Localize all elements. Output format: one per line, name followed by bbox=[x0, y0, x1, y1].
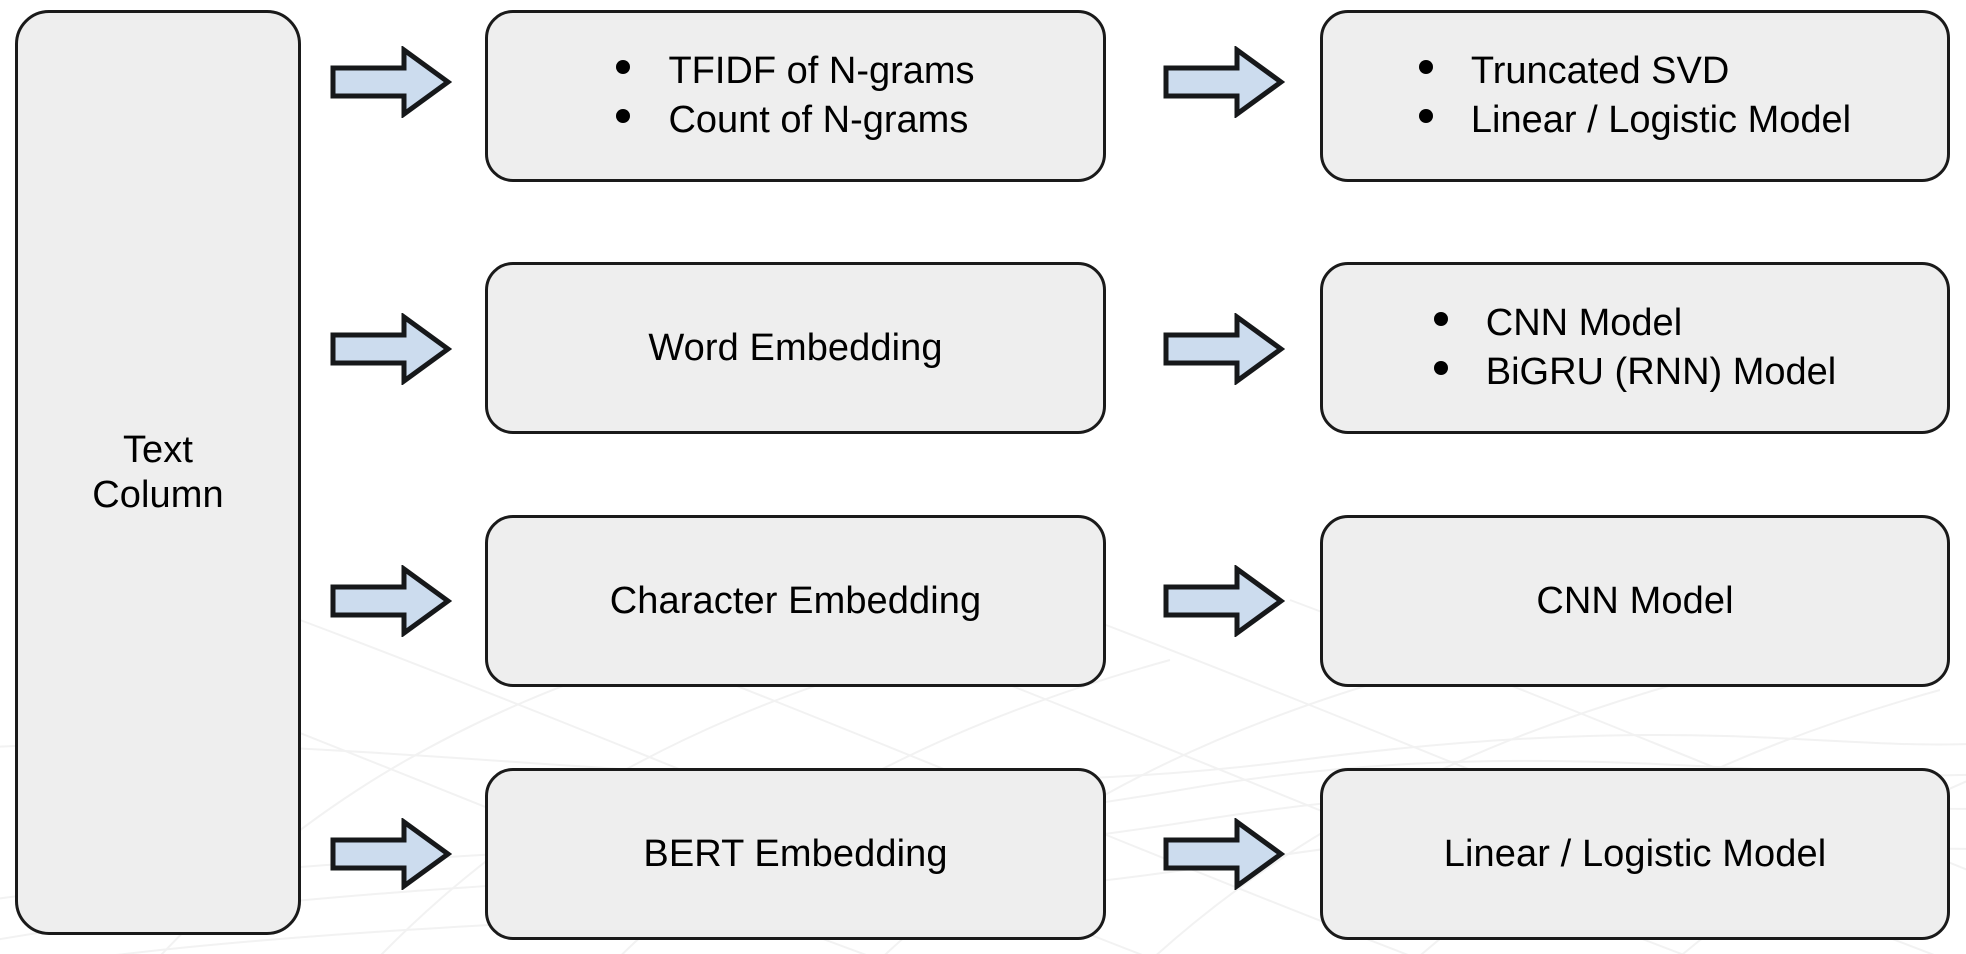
model-node-row-1[interactable]: Truncated SVD Linear / Logistic Model bbox=[1320, 10, 1950, 182]
list-item: CNN Model bbox=[1433, 299, 1836, 348]
feature-node-row-4[interactable]: BERT Embedding bbox=[485, 768, 1106, 940]
feature-node-label-row-2: Word Embedding bbox=[648, 326, 943, 369]
feature-node-label-row-3: Character Embedding bbox=[609, 579, 982, 622]
list-item-label: Linear / Logistic Model bbox=[1470, 99, 1852, 141]
source-node-text-column[interactable]: Text Column bbox=[15, 10, 301, 935]
feature-node-row-3[interactable]: Character Embedding bbox=[485, 515, 1106, 687]
arrow-feature-1-to-model-1 bbox=[1163, 46, 1285, 118]
list-item-label: CNN Model bbox=[1485, 301, 1683, 344]
list-item-label: TFIDF of N-grams bbox=[668, 49, 975, 92]
list-item-label: BiGRU (RNN) Model bbox=[1485, 351, 1837, 393]
model-node-row-2[interactable]: CNN Model BiGRU (RNN) Model bbox=[1320, 262, 1950, 434]
feature-node-row-2[interactable]: Word Embedding bbox=[485, 262, 1106, 434]
list-item: Linear / Logistic Model bbox=[1418, 96, 1852, 145]
list-item: Count of N-grams bbox=[616, 96, 974, 145]
model-node-label-row-3: CNN Model bbox=[1536, 579, 1734, 622]
list-item-label: Truncated SVD bbox=[1470, 49, 1730, 92]
list-item-label: Count of N-grams bbox=[668, 99, 969, 141]
bullet-dot-icon bbox=[1433, 311, 1448, 326]
bullet-dot-icon bbox=[1433, 361, 1448, 375]
bullet-dot-icon bbox=[1418, 109, 1433, 123]
model-node-row-3[interactable]: CNN Model bbox=[1320, 515, 1950, 687]
list-item: BiGRU (RNN) Model bbox=[1433, 348, 1837, 397]
source-node-label: Text Column bbox=[92, 428, 224, 516]
arrow-feature-4-to-model-4 bbox=[1163, 818, 1285, 890]
bullet-dot-icon bbox=[616, 109, 631, 123]
feature-node-label-row-4: BERT Embedding bbox=[643, 832, 948, 875]
arrow-source-to-feature-1 bbox=[330, 46, 452, 118]
arrow-feature-3-to-model-3 bbox=[1163, 565, 1285, 637]
model-node-label-row-4: Linear / Logistic Model bbox=[1443, 832, 1827, 875]
feature-node-row-1[interactable]: TFIDF of N-grams Count of N-grams bbox=[485, 10, 1106, 182]
bullet-dot-icon bbox=[1418, 59, 1433, 74]
arrow-source-to-feature-4 bbox=[330, 818, 452, 890]
feature-bullet-list-row-1: TFIDF of N-grams Count of N-grams bbox=[616, 47, 975, 146]
model-bullet-list-row-1: Truncated SVD Linear / Logistic Model bbox=[1418, 47, 1852, 146]
list-item: TFIDF of N-grams bbox=[616, 47, 975, 96]
arrow-source-to-feature-2 bbox=[330, 313, 452, 385]
list-item: Truncated SVD bbox=[1418, 47, 1851, 96]
model-node-row-4[interactable]: Linear / Logistic Model bbox=[1320, 768, 1950, 940]
arrow-feature-2-to-model-2 bbox=[1163, 313, 1285, 385]
bullet-dot-icon bbox=[616, 59, 631, 74]
model-bullet-list-row-2: CNN Model BiGRU (RNN) Model bbox=[1433, 299, 1837, 398]
arrow-source-to-feature-3 bbox=[330, 565, 452, 637]
